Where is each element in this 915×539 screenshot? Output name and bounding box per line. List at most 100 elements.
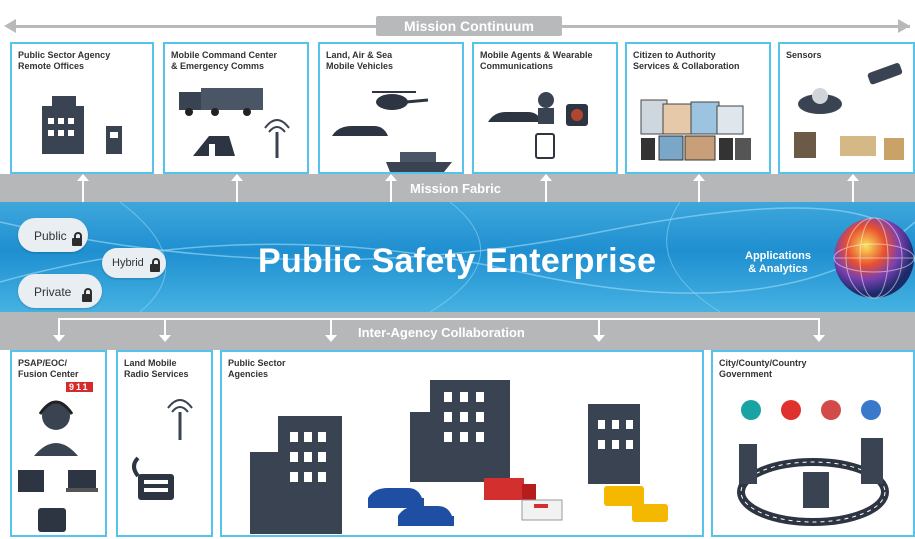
- devices-icon: [640, 99, 751, 161]
- panel-title-line: Remote Offices: [18, 61, 85, 71]
- down-arrow-icon: [325, 318, 337, 342]
- enterprise-title: Public Safety Enterprise: [258, 242, 657, 280]
- mission-fabric-band: Mission Fabric: [0, 174, 915, 202]
- helicopter-icon: [376, 94, 408, 110]
- ambulance-icon: [521, 499, 563, 521]
- panel-title-line: Sensors: [786, 50, 822, 60]
- cloud-label: Hybrid: [112, 257, 144, 269]
- cloud-label: Private: [34, 285, 72, 299]
- lock-icon: [150, 258, 160, 272]
- city-network-icon: [737, 400, 889, 526]
- command-truck-icon: [179, 88, 290, 158]
- hybrid-cloud: Hybrid: [102, 248, 166, 278]
- sensor-box-icon: [840, 136, 876, 156]
- panel-psap: PSAP/EOC/ Fusion Center 911: [10, 350, 107, 537]
- panel-mobile-agents: Mobile Agents & Wearable Communications: [472, 42, 618, 174]
- left-arrowhead-icon: [4, 19, 16, 33]
- base-radio-icon: [138, 474, 174, 500]
- panel-title-line: Fusion Center: [18, 369, 79, 379]
- up-arrow-icon: [693, 174, 705, 202]
- panel-title-line: Land, Air & Sea: [326, 50, 393, 60]
- apps-label-line: Applications: [745, 250, 812, 262]
- ship-icon: [386, 162, 452, 172]
- desk-phone-icon: [38, 508, 66, 532]
- enterprise-band: Public Hybrid Private Public Safety Ente…: [0, 202, 915, 312]
- panel-title: Sensors: [786, 50, 915, 61]
- panel-title: Land Mobile Radio Services: [124, 358, 264, 380]
- panel-government: City/County/Country Government: [711, 350, 915, 537]
- car-icon: [332, 126, 388, 136]
- down-arrow-icon: [813, 318, 825, 342]
- apps-label-line: & Analytics: [748, 263, 808, 275]
- lock-icon: [82, 288, 92, 302]
- panel-citizen-services: Citizen to Authority Services & Collabor…: [625, 42, 771, 174]
- panel-title-line: PSAP/EOC/: [18, 358, 68, 368]
- panel-title-line: Mobile Command Center: [171, 50, 278, 60]
- panel-title: Land, Air & Sea Mobile Vehicles: [326, 50, 466, 72]
- panel-public-sector-agencies: Public Sector Agencies: [220, 350, 704, 537]
- car-icon: [488, 112, 542, 122]
- up-arrow-icon: [77, 174, 89, 202]
- panel-title-line: Government: [719, 369, 773, 379]
- collaboration-band: Inter-Agency Collaboration: [0, 312, 915, 350]
- panel-title: Mobile Agents & Wearable Communications: [480, 50, 620, 72]
- officer-icon: [538, 92, 554, 108]
- collaboration-label: Inter-Agency Collaboration: [358, 325, 525, 340]
- microphone-icon: [132, 456, 140, 478]
- panel-title-line: Radio Services: [124, 369, 189, 379]
- panel-title-line: Mobile Agents & Wearable: [480, 50, 593, 60]
- panel-title-line: Mobile Vehicles: [326, 61, 394, 71]
- panel-vehicles: Land, Air & Sea Mobile Vehicles: [318, 42, 464, 174]
- headset-icon: [38, 400, 74, 415]
- panel-title-line: Public Sector Agency: [18, 50, 111, 60]
- police-car-icon: [368, 488, 454, 526]
- panel-title-line: Services & Collaboration: [633, 61, 740, 71]
- 911-badge: 911: [66, 382, 93, 392]
- panel-title-line: City/County/Country: [719, 358, 807, 368]
- panel-title-line: Citizen to Authority: [633, 50, 716, 60]
- panel-remote-offices: Public Sector Agency Remote Offices: [10, 42, 154, 174]
- down-arrow-icon: [53, 318, 65, 342]
- agency-buildings-icon: [250, 380, 668, 534]
- panel-title: Mobile Command Center & Emergency Comms: [171, 50, 311, 72]
- panel-title: Citizen to Authority Services & Collabor…: [633, 50, 773, 72]
- panel-title: PSAP/EOC/ Fusion Center: [18, 358, 158, 380]
- panel-title: Public Sector Agency Remote Offices: [18, 50, 158, 72]
- panel-title-line: Agencies: [228, 369, 269, 379]
- panel-title-line: & Emergency Comms: [171, 61, 265, 71]
- mission-fabric-label: Mission Fabric: [410, 181, 502, 196]
- panel-title-line: Land Mobile: [124, 358, 177, 368]
- private-cloud: Private: [18, 274, 102, 308]
- school-bus-icon: [604, 486, 668, 522]
- mission-continuum-bar: Mission Continuum: [4, 16, 910, 36]
- cloud-label: Public: [34, 229, 67, 243]
- panel-title: Public Sector Agencies: [228, 358, 368, 380]
- tablet-icon: [535, 133, 555, 159]
- camera-service-icon: [861, 400, 881, 420]
- public-cloud: Public: [18, 218, 88, 252]
- monitor-icon: [18, 470, 44, 492]
- panel-title-line: Public Sector: [228, 358, 286, 368]
- continuum-label: Mission Continuum: [376, 16, 562, 36]
- cctv-camera-icon: [867, 63, 903, 85]
- panel-land-mobile-radio: Land Mobile Radio Services: [116, 350, 213, 537]
- panel-title-line: Communications: [480, 61, 554, 71]
- lock-icon: [72, 232, 82, 246]
- down-arrow-icon: [159, 318, 171, 342]
- continuum-arrowheads: [4, 19, 910, 33]
- radio-icon: [132, 399, 193, 500]
- collaboration-line: [58, 318, 820, 320]
- sensor-device-icon: [794, 132, 816, 158]
- vehicles-icon: [332, 91, 452, 172]
- panel-mobile-command: Mobile Command Center & Emergency Comms: [163, 42, 309, 174]
- dispatcher-icon: [18, 400, 98, 532]
- down-arrow-icon: [593, 318, 605, 342]
- sensors-icon: [794, 63, 904, 160]
- panel-title: City/County/Country Government: [719, 358, 859, 380]
- fire-extinguisher-icon: [781, 400, 801, 420]
- medical-icon: [821, 400, 841, 420]
- laptop-icon: [68, 470, 96, 488]
- right-arrowhead-icon: [898, 19, 910, 33]
- up-arrow-icon: [385, 174, 397, 202]
- up-arrow-icon: [847, 174, 859, 202]
